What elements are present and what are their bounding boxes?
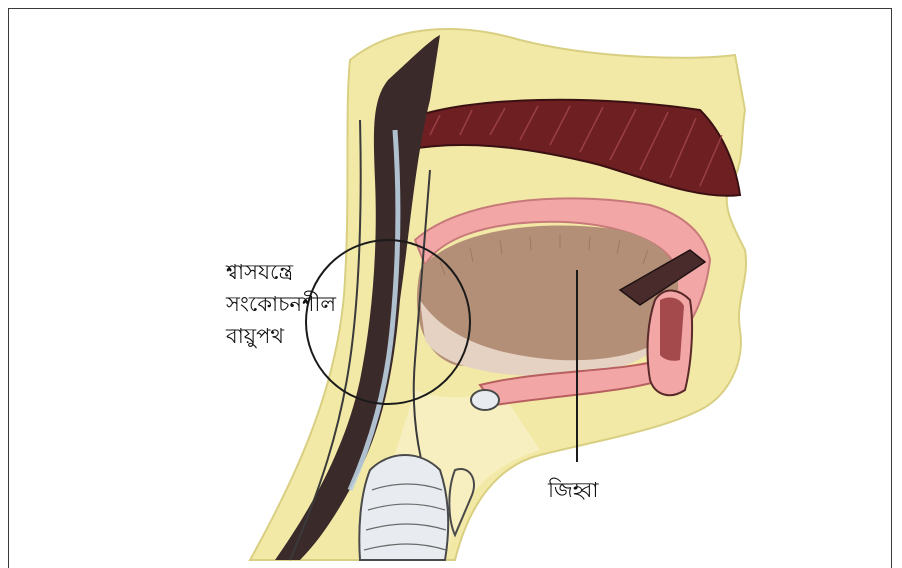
- hyoid-bone: [471, 390, 499, 410]
- tongue-label: জিহ্বা: [548, 474, 599, 506]
- airway-label-line3: বায়ুপথ: [226, 320, 336, 352]
- teeth: [660, 298, 684, 361]
- airway-label-line2: সংকোচনশীল: [226, 288, 336, 320]
- airway-label-line1: শ্বাসযন্ত্রে: [226, 256, 336, 288]
- airway-label: শ্বাসযন্ত্রে সংকোচনশীল বায়ুপথ: [226, 256, 336, 352]
